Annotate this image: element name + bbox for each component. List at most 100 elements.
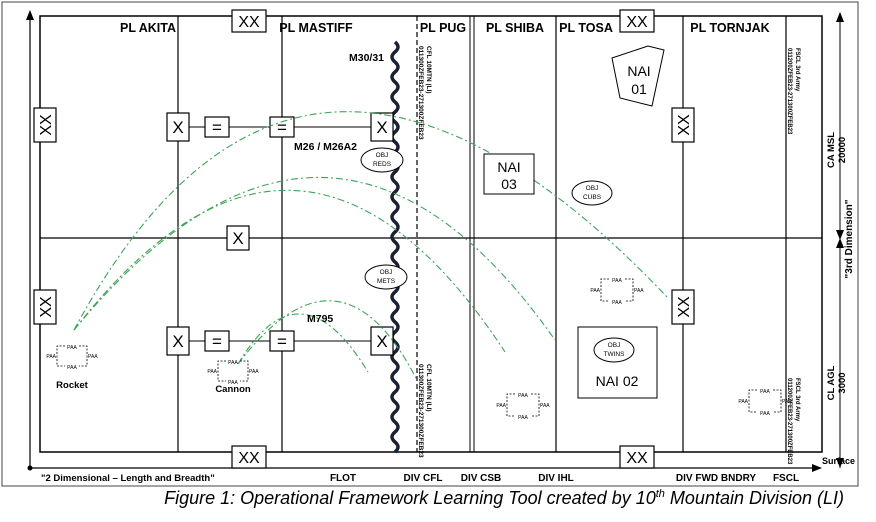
division-marker-right-upper: XX bbox=[671, 107, 695, 143]
objective-reds: OBJ REDS bbox=[360, 147, 404, 173]
svg-text:FSCL 3rd Army: FSCL 3rd Army bbox=[794, 378, 800, 422]
div-fwd-bndry-label: DIV FWD BNDRY bbox=[676, 473, 757, 484]
objective-twins: OBJ TWINS bbox=[593, 337, 635, 363]
objective-mets: OBJ METS bbox=[364, 264, 408, 290]
two-dimensional-label: "2 Dimensional – Length and Breadth" bbox=[41, 473, 215, 484]
paa-label: PAA bbox=[249, 369, 259, 375]
paa-label: PAA bbox=[760, 411, 770, 417]
figure-caption: Figure 1: Operational Framework Learning… bbox=[164, 488, 844, 508]
division-marker-top-right: XX bbox=[619, 9, 655, 33]
svg-text:3000: 3000 bbox=[837, 372, 848, 393]
paa-label: PAA bbox=[67, 345, 77, 351]
pl-akita-label: PL AKITA bbox=[120, 21, 176, 35]
fire-arc-m795-a bbox=[237, 300, 418, 381]
svg-text:XX: XX bbox=[626, 450, 648, 467]
paa-label: PAA bbox=[782, 399, 792, 405]
svg-text:"3rd Dimension": "3rd Dimension" bbox=[844, 199, 855, 278]
fire-arc-m26-long bbox=[73, 176, 556, 341]
pl-mastiff-label: PL MASTIFF bbox=[279, 21, 353, 35]
svg-text:=: = bbox=[277, 118, 287, 137]
paa-layer: PAA PAA PAA PAA PAA PAA PAA PAA PAA PAA PAA PAA PAA P… bbox=[46, 278, 792, 421]
svg-text:OBJ: OBJ bbox=[380, 269, 393, 276]
svg-text:X: X bbox=[232, 229, 243, 248]
svg-text:=: = bbox=[212, 118, 222, 137]
svg-text:OBJ: OBJ bbox=[586, 185, 599, 192]
paa-label: PAA bbox=[207, 369, 217, 375]
svg-text:=: = bbox=[277, 332, 287, 351]
pl-pug-label: PL PUG bbox=[420, 21, 466, 35]
flot-line bbox=[390, 40, 400, 454]
paa-label: PAA bbox=[46, 354, 56, 360]
cfl-text-top: CFL 10MTN (LI) 011300ZFEB23-271300ZFEB23 bbox=[417, 46, 432, 140]
cl-agl-label: CL AGL 3000 bbox=[826, 365, 848, 400]
svg-text:20000: 20000 bbox=[837, 137, 848, 163]
brigade-upper-left: X bbox=[166, 112, 190, 142]
right-axis-arrow-bottom bbox=[836, 458, 844, 468]
svg-text:XX: XX bbox=[38, 296, 55, 318]
right-axis-arrow-mid-down bbox=[836, 230, 844, 240]
svg-text:REDS: REDS bbox=[373, 161, 392, 168]
division-marker-left-lower: XX bbox=[33, 289, 57, 325]
fire-arc-m26-short bbox=[73, 189, 506, 353]
battalion-lower-2: = bbox=[269, 330, 295, 352]
svg-text:OBJ: OBJ bbox=[608, 342, 621, 349]
svg-text:CUBS: CUBS bbox=[583, 194, 602, 201]
paa-label: PAA bbox=[612, 278, 622, 284]
svg-text:011300ZFEB23-271300ZFEB23: 011300ZFEB23-271300ZFEB23 bbox=[417, 364, 424, 458]
third-dimension-label: "3rd Dimension" bbox=[844, 199, 855, 278]
paa-label: PAA bbox=[228, 380, 238, 386]
fscl-label: FSCL bbox=[773, 473, 799, 484]
fscl-text-top: FSCL 3rd Army 011200ZFEB23-271300ZFEB23 bbox=[786, 48, 800, 135]
svg-text:NAI 02: NAI 02 bbox=[596, 373, 639, 389]
svg-text:XX: XX bbox=[626, 14, 648, 31]
svg-text:XX: XX bbox=[676, 114, 693, 136]
fire-arc-m30 bbox=[73, 111, 669, 331]
division-marker-left-upper: XX bbox=[33, 107, 57, 143]
surface-label: Surface bbox=[822, 456, 855, 466]
brigade-lower-left: X bbox=[166, 326, 190, 356]
nai-02: NAI 02 bbox=[577, 326, 658, 399]
origin-dot bbox=[27, 465, 33, 471]
svg-text:X: X bbox=[172, 118, 183, 137]
paa-label: PAA bbox=[612, 300, 622, 306]
paa-label: PAA bbox=[67, 365, 77, 371]
svg-text:XX: XX bbox=[238, 14, 260, 31]
diagram-frame bbox=[1, 1, 859, 487]
svg-text:011300ZFEB23-271300ZFEB23: 011300ZFEB23-271300ZFEB23 bbox=[417, 46, 424, 140]
svg-text:CFL 10MTN (LI): CFL 10MTN (LI) bbox=[425, 364, 432, 412]
svg-text:OBJ: OBJ bbox=[376, 152, 389, 159]
battalion-lower-1: = bbox=[204, 330, 230, 352]
paa-label: PAA bbox=[518, 415, 528, 421]
svg-text:CL AGL: CL AGL bbox=[826, 365, 837, 400]
battalion-upper-1: = bbox=[204, 116, 230, 138]
paa-label: PAA bbox=[496, 403, 506, 409]
division-marker-top-left: XX bbox=[231, 9, 267, 33]
svg-text:=: = bbox=[212, 332, 222, 351]
division-marker-bottom-left: XX bbox=[231, 445, 267, 469]
paa-label: PAA bbox=[634, 288, 644, 294]
weapon-label-m26: M26 / M26A2 bbox=[294, 141, 357, 153]
div-csb-label: DIV CSB bbox=[461, 473, 502, 484]
paa-label: PAA bbox=[738, 399, 748, 405]
pl-tosa-label: PL TOSA bbox=[559, 21, 613, 35]
svg-text:CFL 10MTN (LI): CFL 10MTN (LI) bbox=[425, 46, 432, 94]
ca-msl-label: CA MSL 20000 bbox=[826, 132, 848, 168]
svg-text:NAI: NAI bbox=[627, 63, 650, 79]
paa-label: PAA bbox=[540, 403, 550, 409]
svg-text:011200ZFEB23-271300ZFEB23: 011200ZFEB23-271300ZFEB23 bbox=[786, 378, 792, 465]
weapon-label-m795: M795 bbox=[307, 313, 333, 325]
bottom-axis-arrowhead bbox=[812, 464, 822, 472]
svg-text:03: 03 bbox=[501, 176, 517, 192]
svg-text:CA MSL: CA MSL bbox=[826, 132, 837, 168]
div-cfl-label: DIV CFL bbox=[404, 473, 443, 484]
nai-01: NAI 01 bbox=[611, 45, 665, 107]
svg-text:X: X bbox=[172, 332, 183, 351]
division-marker-right-lower: XX bbox=[671, 289, 695, 325]
fire-arc-m795-b bbox=[237, 313, 369, 373]
svg-text:FSCL 3rd Army: FSCL 3rd Army bbox=[794, 48, 800, 92]
